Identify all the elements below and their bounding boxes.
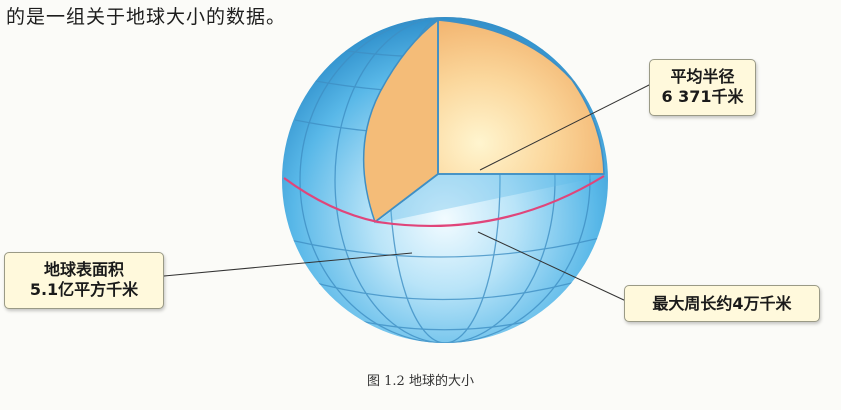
radius-axes — [374, 20, 604, 223]
circumference-label-text: 最大周长约4万千米 — [652, 294, 792, 313]
equator-line — [283, 175, 605, 227]
surface-area-label-value: 5.1亿平方千米 — [29, 280, 139, 299]
radius-label-title: 平均半径 — [670, 67, 735, 86]
intro-text: 的是一组关于地球大小的数据。 — [6, 6, 287, 28]
radius-label: 平均半径 6 371千米 — [649, 59, 756, 116]
leader-lines — [163, 83, 652, 302]
surface-area-label: 地球表面积 5.1亿平方千米 — [4, 252, 164, 309]
cutaway-section — [437, 19, 605, 175]
circumference-label: 最大周长约4万千米 — [624, 285, 820, 322]
surface-area-label-title: 地球表面积 — [43, 260, 124, 279]
cutaway-side — [362, 18, 439, 224]
radius-label-value: 6 371千米 — [661, 87, 744, 106]
figure-caption: 图 1.2 地球的大小 — [367, 374, 474, 389]
